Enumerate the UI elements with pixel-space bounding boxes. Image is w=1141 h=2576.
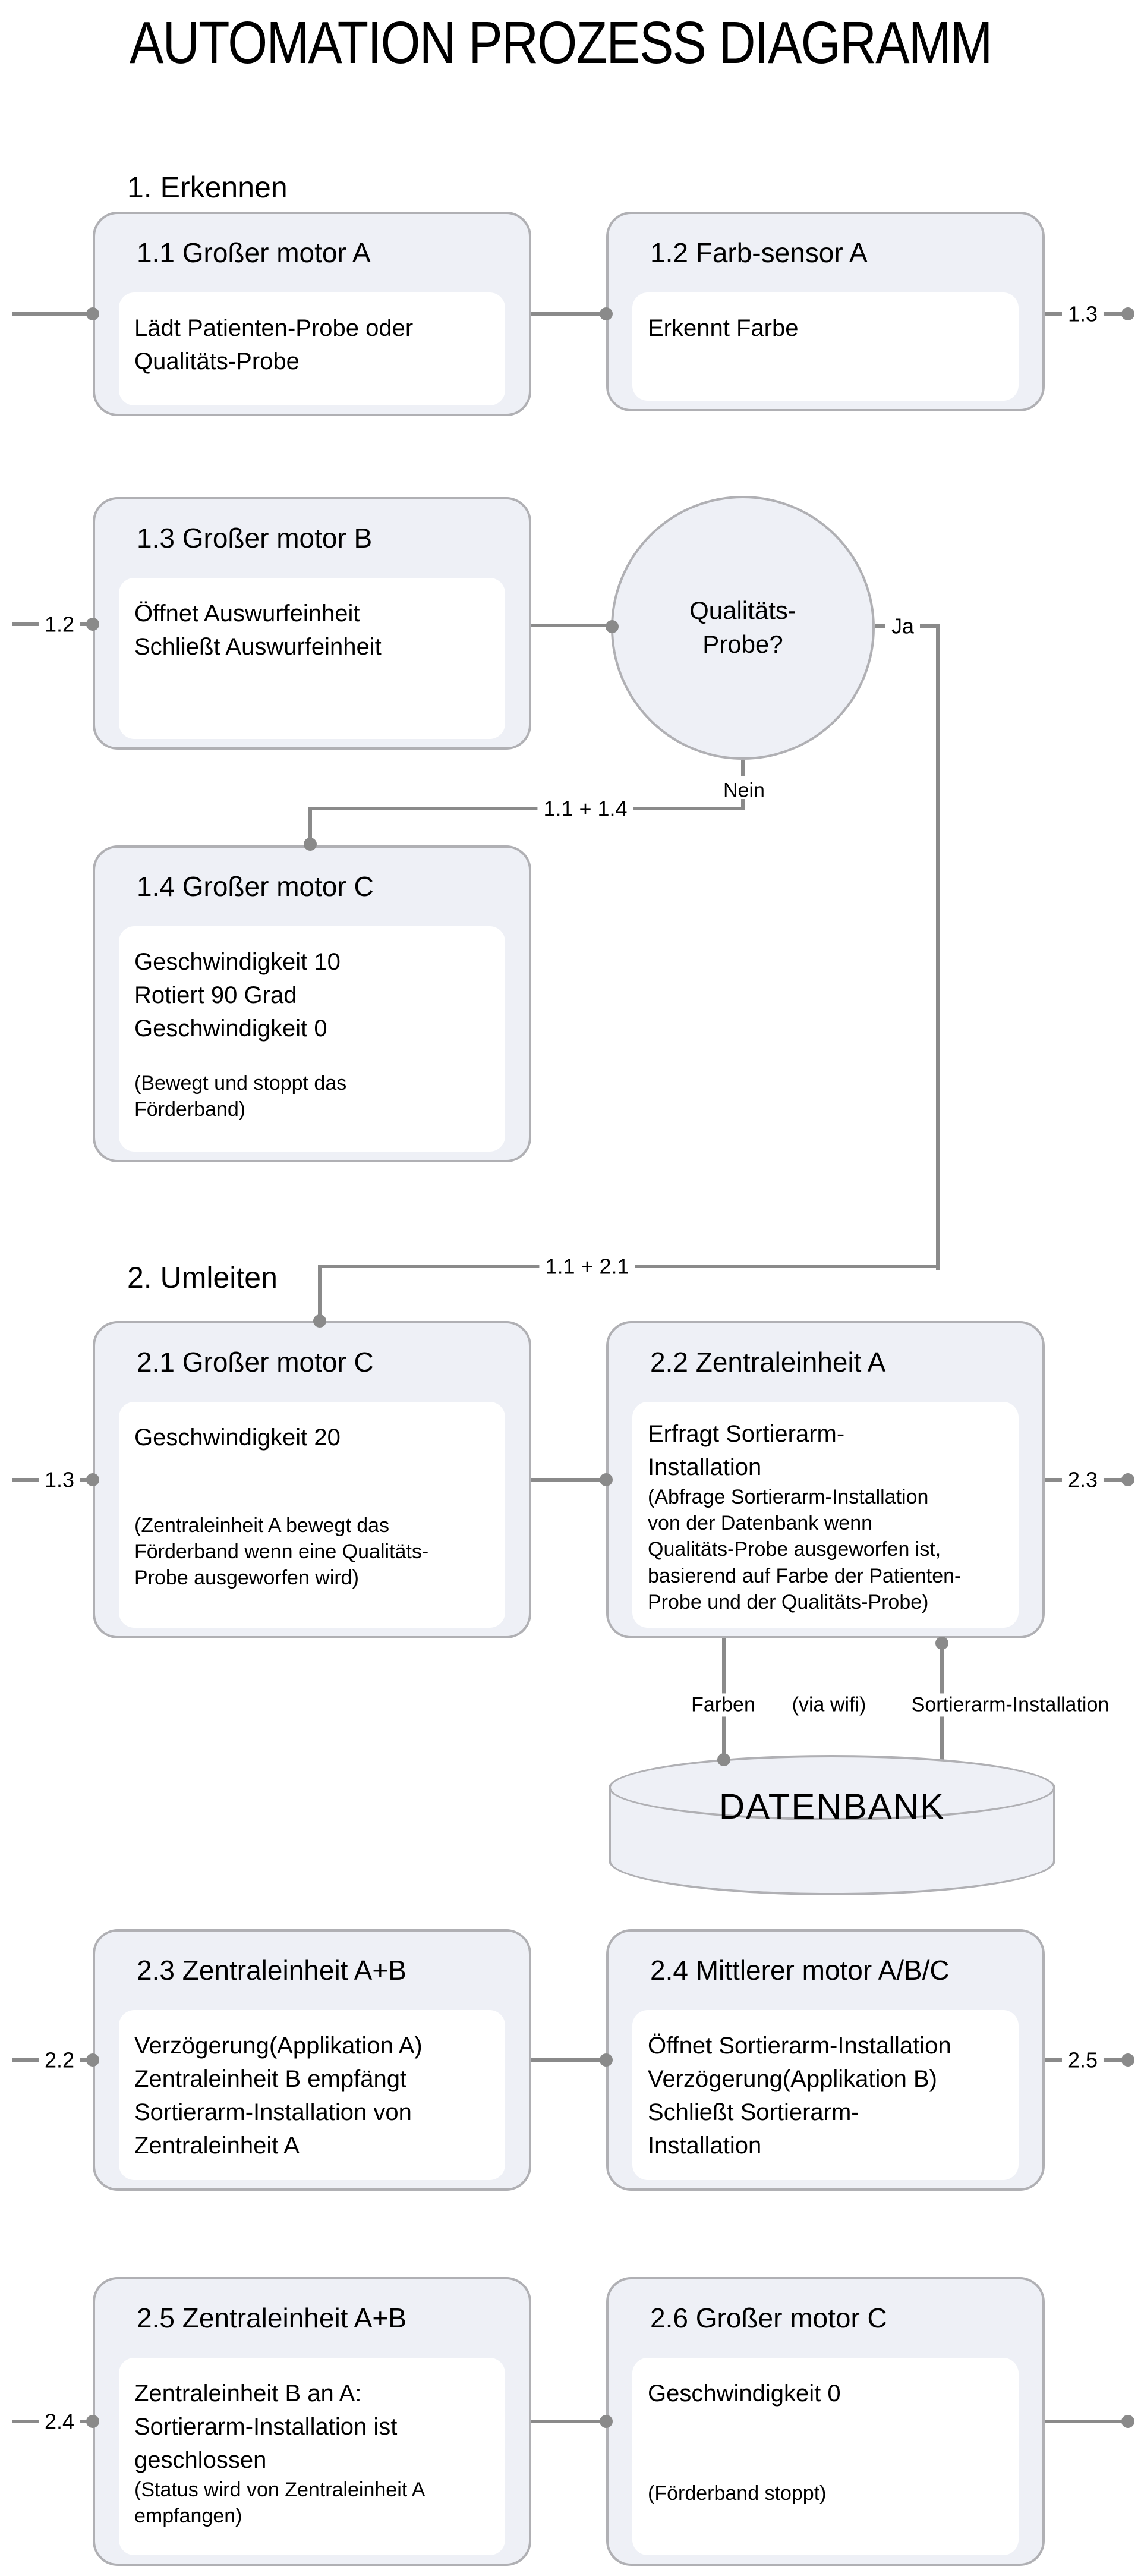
connector-dot [1121, 2415, 1134, 2428]
node-title: 1.2 Farb-sensor A [650, 237, 868, 268]
database-cylinder-top [609, 1755, 1055, 1820]
node-action-panel: Geschwindigkeit 0 (Förderband stoppt) [632, 2358, 1019, 2555]
connector-label-from-1-2: 1.2 [38, 612, 81, 637]
node-title: 1.3 Großer motor B [137, 523, 373, 553]
connector-dot [606, 620, 619, 633]
connector-label-to-1-3: 1.3 [1061, 301, 1104, 326]
connector-dot [86, 2415, 99, 2428]
connector-line [1045, 2420, 1128, 2423]
connector-line [12, 312, 93, 316]
connector-dot [600, 2415, 613, 2428]
connector-dot [1121, 307, 1134, 320]
node-action-panel: Verzögerung(Applikation A) Zentraleinhei… [119, 2010, 505, 2180]
node-action-panel: Lädt Patienten-Probe oder Qualitäts-Prob… [119, 292, 505, 405]
connector-label-nein: Nein [723, 779, 765, 802]
node-body: Verzögerung(Applikation A) Zentraleinhei… [134, 2033, 423, 2159]
connector-line [531, 312, 606, 316]
node-note: (Zentraleinheit A bewegt das Förderband … [134, 1514, 429, 1590]
node-title: 2.6 Großer motor C [650, 2303, 887, 2333]
node-title: 1.4 Großer motor C [137, 871, 374, 902]
database-label: DATENBANK [718, 1786, 945, 1826]
node-1-4-grosser-motor-c: 1.4 Großer motor C Geschwindigkeit 10 Ro… [93, 845, 531, 1162]
connector-label-to-2-3: 2.3 [1061, 1467, 1104, 1492]
node-title: 2.3 Zentraleinheit A+B [137, 1955, 406, 1986]
connector-dot [86, 307, 99, 320]
connector-line [531, 2058, 606, 2062]
node-body: Geschwindigkeit 10 Rotiert 90 Grad Gesch… [134, 949, 341, 1042]
connector-dot [600, 1473, 613, 1486]
page-title: AUTOMATION PROZESS DIAGRAMM [130, 10, 992, 76]
node-action-panel: Zentraleinheit B an A: Sortierarm-Instal… [119, 2358, 505, 2555]
node-note: (Förderband stoppt) [648, 2482, 827, 2505]
node-1-2-farb-sensor-a: 1.2 Farb-sensor A Erkennt Farbe [606, 212, 1045, 411]
connector-line [531, 624, 611, 627]
connector-line [531, 1478, 606, 1482]
connector-dot [600, 307, 613, 320]
node-body: Erfragt Sortierarm- Installation [648, 1421, 845, 1480]
node-action-panel: Erfragt Sortierarm- Installation (Abfrag… [632, 1402, 1019, 1628]
node-title: 2.4 Mittlerer motor A/B/C [650, 1955, 950, 1986]
decision-qualitaets-probe: Qualitäts- Probe? [611, 496, 875, 760]
node-note: (Bewegt und stoppt das Förderband) [134, 1072, 347, 1121]
connector-dot [313, 1314, 326, 1328]
node-action-panel: Geschwindigkeit 10 Rotiert 90 Grad Gesch… [119, 926, 505, 1152]
connector-label-sortierarm-installation: Sortierarm-Installation [905, 1693, 1115, 1717]
connector-dot [717, 1753, 730, 1766]
connector-label-to-2-5: 2.5 [1061, 2047, 1104, 2072]
node-title: 2.5 Zentraleinheit A+B [137, 2303, 406, 2333]
connector-label-from-2-2: 2.2 [38, 2047, 81, 2072]
node-2-6-grosser-motor-c: 2.6 Großer motor C Geschwindigkeit 0 (Fö… [606, 2277, 1045, 2566]
node-body: Geschwindigkeit 20 [134, 1424, 341, 1451]
connector-dot [1121, 2053, 1134, 2067]
node-body: Lädt Patienten-Probe oder Qualitäts-Prob… [134, 315, 414, 375]
node-2-4-mittlerer-motor-abc: 2.4 Mittlerer motor A/B/C Öffnet Sortier… [606, 1929, 1045, 2191]
node-1-1-grosser-motor-a: 1.1 Großer motor A Lädt Patienten-Probe … [93, 212, 531, 416]
node-body: Öffnet Auswurfeinheit Schließt Auswurfei… [134, 600, 382, 660]
connector-label-from-1-3: 1.3 [38, 1467, 81, 1492]
connector-line [318, 1265, 322, 1321]
node-body: Zentraleinheit B an A: Sortierarm-Instal… [134, 2380, 398, 2473]
node-title: 1.1 Großer motor A [137, 237, 371, 268]
connector-label-from-2-4: 2.4 [38, 2409, 81, 2434]
connector-line [308, 807, 312, 842]
section-heading-umleiten: 2. Umleiten [127, 1261, 278, 1294]
database-cylinder: DATENBANK [609, 1755, 1055, 1895]
connector-label-merge-1-1-2-1: 1.1 + 2.1 [539, 1254, 635, 1279]
node-note: (Abfrage Sortierarm-Installation von der… [648, 1486, 962, 1613]
connector-label-via-wifi: (via wifi) [792, 1693, 866, 1716]
connector-line [741, 799, 745, 810]
node-2-3-zentraleinheit-a-b: 2.3 Zentraleinheit A+B Verzögerung(Appli… [93, 1929, 531, 2191]
node-action-panel: Erkennt Farbe [632, 292, 1019, 401]
connector-dot [600, 2053, 613, 2067]
connector-line [531, 2420, 606, 2423]
node-1-3-grosser-motor-b: 1.3 Großer motor B Öffnet Auswurfeinheit… [93, 497, 531, 750]
node-action-panel: Geschwindigkeit 20 (Zentraleinheit A bew… [119, 1402, 505, 1628]
node-body: Geschwindigkeit 0 [648, 2380, 841, 2407]
connector-dot [86, 2053, 99, 2067]
connector-label-merge-1-1-1-4: 1.1 + 1.4 [537, 796, 633, 821]
connector-dot [1121, 1473, 1134, 1486]
connector-line [741, 760, 745, 776]
connector-dot [304, 838, 317, 851]
node-action-panel: Öffnet Sortierarm-Installation Verzögeru… [632, 2010, 1019, 2180]
node-2-1-grosser-motor-c: 2.1 Großer motor C Geschwindigkeit 20 (Z… [93, 1321, 531, 1638]
connector-dot [935, 1637, 948, 1650]
node-title: 2.1 Großer motor C [137, 1347, 374, 1377]
node-body: Erkennt Farbe [648, 315, 799, 341]
connector-dot [86, 1473, 99, 1486]
node-body: Öffnet Sortierarm-Installation Verzögeru… [648, 2033, 951, 2159]
connector-label-ja: Ja [885, 614, 921, 639]
node-2-5-zentraleinheit-a-b: 2.5 Zentraleinheit A+B Zentraleinheit B … [93, 2277, 531, 2566]
node-title: 2.2 Zentraleinheit A [650, 1347, 886, 1377]
node-note: (Status wird von Zentraleinheit A empfan… [134, 2479, 425, 2528]
connector-label-farben: Farben [685, 1693, 761, 1717]
node-action-panel: Öffnet Auswurfeinheit Schließt Auswurfei… [119, 578, 505, 739]
section-heading-erkennen: 1. Erkennen [127, 171, 288, 204]
node-2-2-zentraleinheit-a: 2.2 Zentraleinheit A Erfragt Sortierarm-… [606, 1321, 1045, 1638]
connector-dot [86, 618, 99, 631]
connector-line [936, 624, 940, 1270]
connector-line [310, 807, 743, 810]
